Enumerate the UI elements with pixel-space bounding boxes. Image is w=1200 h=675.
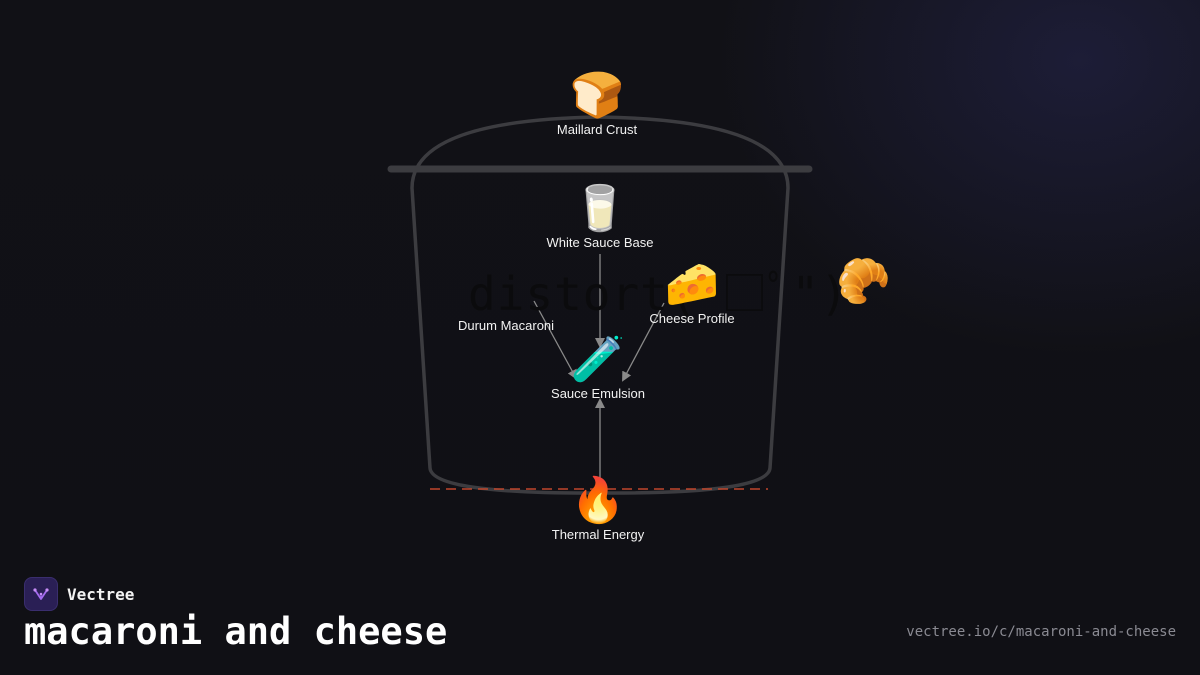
croissant-icon: 🥐 xyxy=(836,256,891,307)
node-label: Maillard Crust xyxy=(556,122,638,137)
vectree-logo-icon xyxy=(24,577,58,611)
node-maillard-crust: 🍞 Maillard Crust xyxy=(557,70,637,138)
brand[interactable]: Vectree xyxy=(24,577,134,611)
fire-icon: 🔥 xyxy=(570,475,626,526)
glitch-overlay-text: distort(ﾟ□ﾟ") xyxy=(468,267,849,321)
test-tube-icon: 🧪 xyxy=(570,334,626,385)
page-title: macaroni and cheese xyxy=(24,610,448,653)
brand-name: Vectree xyxy=(67,584,135,604)
node-label: Sauce Emulsion xyxy=(551,386,645,401)
node-sauce-emulsion: 🧪 Sauce Emulsion xyxy=(551,334,645,402)
node-thermal-energy: 🔥 Thermal Energy xyxy=(552,475,644,543)
node-white-sauce-base: 🥛 White Sauce Base xyxy=(547,183,654,251)
cheese-icon: 🧀 xyxy=(664,259,720,310)
bread-icon: 🍞 xyxy=(569,70,625,121)
node-cheese-profile: 🧀 Cheese Profile xyxy=(649,259,734,327)
node-label: Thermal Energy xyxy=(551,527,645,542)
node-durum-macaroni: Durum Macaroni xyxy=(457,318,555,333)
node-label: White Sauce Base xyxy=(546,235,654,250)
pot-outline xyxy=(410,115,790,495)
page-url[interactable]: vectree.io/c/macaroni-and-cheese xyxy=(906,624,1176,640)
edge-durum-to-emulsion xyxy=(533,300,577,380)
node-label: Cheese Profile xyxy=(649,311,735,326)
edge-cheese-to-emulsion xyxy=(622,302,665,382)
milk-glass-icon: 🥛 xyxy=(572,183,628,234)
